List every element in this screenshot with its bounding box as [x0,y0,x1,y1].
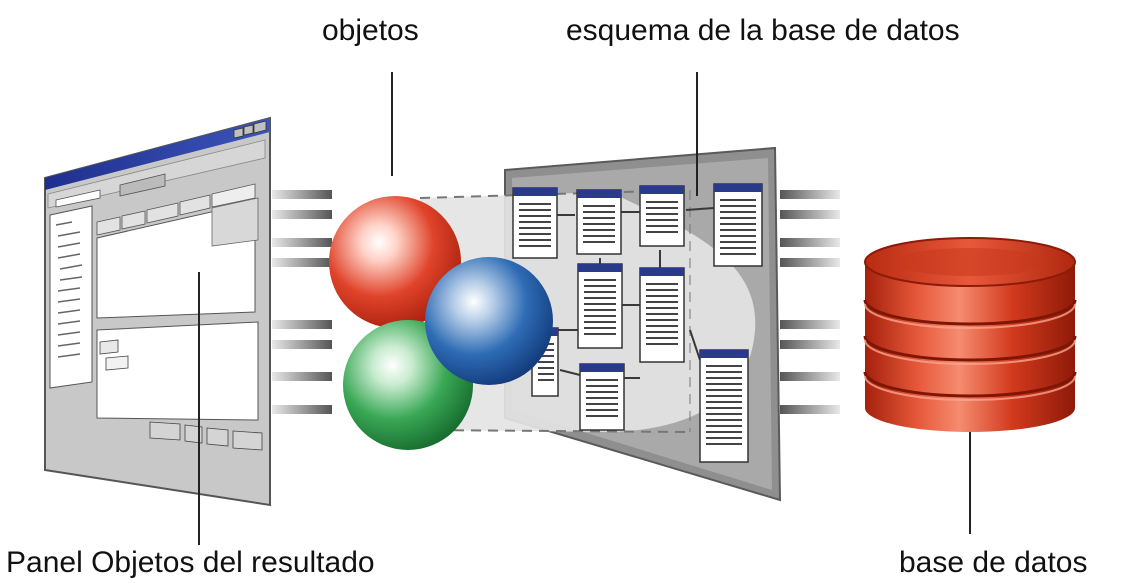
dialog-tabs [96,183,256,236]
result-objects-panel-label: Panel Objetos del resultado [6,546,375,579]
window-close-icon[interactable] [253,120,267,134]
leader-lines [198,72,971,545]
blue-sphere [425,257,553,385]
schema-table [577,263,623,349]
connector-bars-right [780,190,840,414]
objects-label: objetos [322,14,419,47]
schema-table [576,189,622,255]
query-panel-window [44,116,271,507]
window-minimize-icon[interactable] [233,127,244,139]
schema-table [579,363,625,431]
dialog-buttons [149,421,263,451]
schema-table [639,185,685,247]
database-schema-label: esquema de la base de datos [566,14,960,47]
database-label: base de datos [899,546,1088,579]
window-maximize-icon[interactable] [243,124,254,136]
schema-table [713,183,763,267]
schema-table [639,267,685,363]
connector-bars-left [272,190,332,414]
red-sphere [329,196,461,328]
schema-table [512,187,558,259]
objects-spheres [329,196,553,450]
database-icon [863,237,1077,432]
schema-table [699,349,749,463]
